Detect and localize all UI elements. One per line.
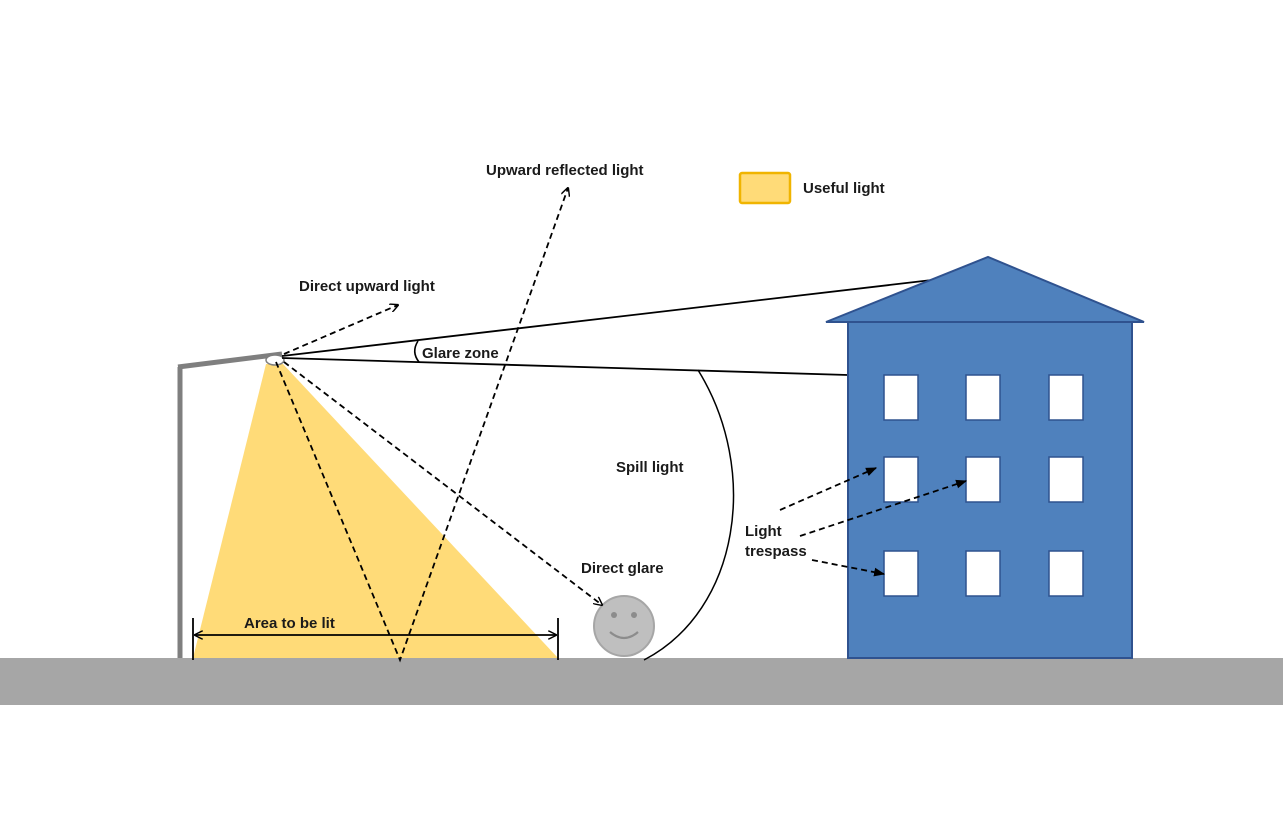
spill-light-arc [643,369,735,661]
area-to-be-lit-label: Area to be lit [244,615,335,632]
useful-light-legend-label: Useful light [803,180,885,197]
direct-upward-light-arrow [283,305,398,355]
ground [0,658,1283,705]
useful-light-cone [193,364,558,658]
useful-light-swatch [738,171,792,205]
legend: Useful light [738,171,885,205]
light-ray-arrows [275,188,968,663]
light-trespass-label-line2: trespass [745,543,807,560]
smiley-face-icon [593,595,655,657]
spill-light-label: Spill light [616,459,684,476]
light-trespass-arrow-3 [811,559,886,577]
glare-zone-label: Glare zone [422,345,499,362]
direct-glare-arrow [283,361,602,605]
direct-upward-light-label: Direct upward light [299,278,435,295]
light-trespass-arrow-1 [779,467,878,511]
building-windows [883,374,1084,597]
area-to-be-lit-dimension [192,618,559,660]
reflected-light-ray [275,188,568,663]
upward-reflected-light-label: Upward reflected light [486,162,644,179]
light-trespass-label-line1: Light [745,523,782,540]
direct-glare-label: Direct glare [581,560,664,577]
apartment-building-icon [825,255,1145,659]
street-lamp-icon [177,351,285,658]
glare-zone-lines [281,279,933,376]
light-trespass-arrow-2 [799,479,968,537]
